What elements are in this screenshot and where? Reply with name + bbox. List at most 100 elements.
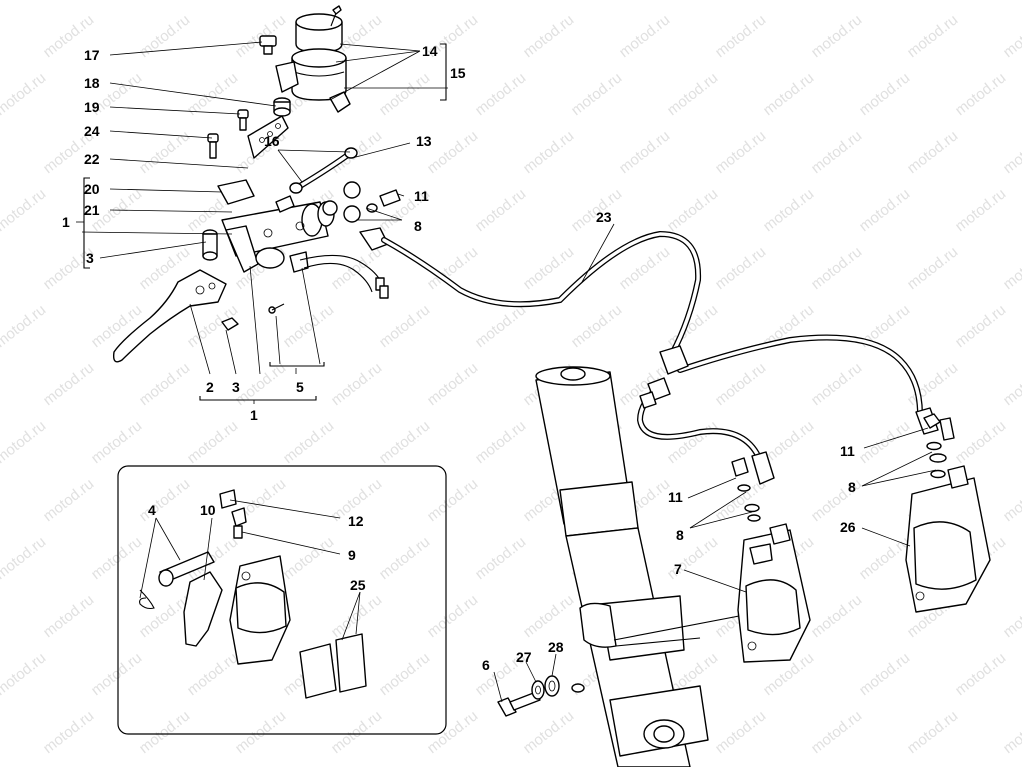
watermark-text: motod.ru — [520, 707, 577, 757]
watermark-text: motod.ru — [0, 11, 1, 61]
watermark-text: motod.ru — [376, 417, 433, 467]
watermark-text: motod.ru — [1000, 475, 1022, 525]
callout-28: 28 — [548, 639, 564, 655]
callout-24: 24 — [84, 123, 100, 139]
watermark-text: motod.ru — [0, 185, 49, 235]
watermark-text: motod.ru — [376, 301, 433, 351]
watermark-text: motod.ru — [760, 185, 817, 235]
watermark-text: motod.ru — [88, 533, 145, 583]
watermark-text: motod.ru — [280, 0, 337, 3]
callout-11-top: 11 — [414, 188, 429, 204]
brake-caliper-26 — [905, 465, 991, 613]
watermark-text: motod.ru — [904, 11, 961, 61]
mounting-bolt-6 — [497, 691, 541, 717]
watermark-text: motod.ru — [952, 649, 1009, 699]
watermark-text: motod.ru — [184, 417, 241, 467]
watermark-text: motod.ru — [1000, 127, 1022, 177]
callout-16: 16 — [264, 133, 280, 149]
watermark-text: motod.ru — [1000, 243, 1022, 293]
pad-spring-10 — [183, 571, 223, 647]
callout-7: 7 — [674, 561, 682, 577]
watermark-text: motod.ru — [280, 417, 337, 467]
watermark-text: motod.ru — [376, 0, 433, 3]
callout-labels: 17 18 19 24 22 20 21 1 3 14 15 16 13 11 … — [62, 43, 856, 673]
brake-caliper-7 — [737, 523, 811, 663]
watermark-text: motod.ru — [472, 0, 529, 3]
screw-19 — [237, 109, 249, 131]
watermark-text: motod.ru — [856, 0, 913, 3]
watermark-text: motod.ru — [0, 301, 49, 351]
hose-clamp-16 — [289, 147, 358, 194]
watermark-text: motod.ru — [0, 0, 49, 3]
watermark-text: motod.ru — [136, 475, 193, 525]
watermark-text: motod.ru — [520, 243, 577, 293]
watermark-text: motod.ru — [280, 301, 337, 351]
callout-11-right: 11 — [840, 443, 855, 459]
brake-fluid-reservoir — [275, 13, 351, 113]
watermark-text: motod.ru — [184, 649, 241, 699]
callout-14: 14 — [422, 43, 438, 59]
watermark-text: motod.ru — [520, 11, 577, 61]
nut-3 — [221, 317, 239, 331]
watermark-text: motod.ru — [664, 533, 721, 583]
callout-23: 23 — [596, 209, 612, 225]
callout-11-mid: 11 — [668, 489, 683, 505]
pad-pin-4 — [158, 551, 215, 587]
watermark-text: motod.ru — [232, 707, 289, 757]
watermark-text: motod.ru — [40, 359, 97, 409]
watermark-text: motod.ru — [712, 243, 769, 293]
watermark-text: motod.ru — [856, 533, 913, 583]
watermark-text: motod.ru — [472, 301, 529, 351]
watermark-text: motod.ru — [808, 127, 865, 177]
watermark-text: motod.ru — [664, 69, 721, 119]
callout-8-right: 8 — [848, 479, 856, 495]
watermark-text: motod.ru — [664, 185, 721, 235]
watermark-text: motod.ru — [424, 127, 481, 177]
watermark-text: motod.ru — [0, 69, 49, 119]
watermark-text: motod.ru — [88, 0, 145, 3]
watermark-text: motod.ru — [952, 69, 1009, 119]
watermark-text: motod.ru — [376, 649, 433, 699]
watermark-text: motod.ru — [712, 359, 769, 409]
watermark-text: motod.ru — [88, 417, 145, 467]
callout-8-mid: 8 — [676, 527, 684, 543]
watermark-text: motod.ru — [472, 69, 529, 119]
watermark-text: motod.ru — [136, 359, 193, 409]
bushing-18 — [273, 97, 291, 117]
callout-12: 12 — [348, 513, 364, 529]
watermark-text: motod.ru — [568, 0, 625, 3]
bleeder-cap-12 — [219, 489, 237, 509]
caliper-detail-inset — [117, 465, 447, 735]
watermark-text: motod.ru — [472, 185, 529, 235]
watermark-text: motod.ru — [1000, 11, 1022, 61]
caliper-body-inset — [229, 555, 291, 665]
brake-hose-23 — [381, 230, 923, 463]
spring-clip-4 — [139, 589, 155, 610]
watermark-text: motod.ru — [952, 301, 1009, 351]
watermark-text: motod.ru — [0, 475, 1, 525]
bolt-11-left — [731, 457, 761, 522]
brake-light-switch-5 — [289, 251, 389, 299]
watermark-text: motod.ru — [0, 243, 1, 293]
watermark-text: motod.ru — [0, 359, 1, 409]
watermark-text: motod.ru — [712, 707, 769, 757]
washer-27 — [531, 680, 545, 700]
watermark-text: motod.ru — [424, 359, 481, 409]
watermark-text: motod.ru — [424, 475, 481, 525]
callout-26: 26 — [840, 519, 856, 535]
callout-6: 6 — [482, 657, 490, 673]
watermark-text: motod.ru — [472, 417, 529, 467]
watermark-text: motod.ru — [856, 649, 913, 699]
callout-25: 25 — [350, 577, 366, 593]
callout-21: 21 — [84, 202, 100, 218]
watermark-text: motod.ru — [808, 591, 865, 641]
watermark-text: motod.ru — [184, 0, 241, 3]
watermark-text: motod.ru — [0, 417, 49, 467]
watermark-text: motod.ru — [520, 127, 577, 177]
callout-5: 5 — [296, 379, 304, 395]
watermark-text: motod.ru — [232, 359, 289, 409]
callout-2: 2 — [206, 379, 214, 395]
watermark-text: motod.ru — [328, 591, 385, 641]
